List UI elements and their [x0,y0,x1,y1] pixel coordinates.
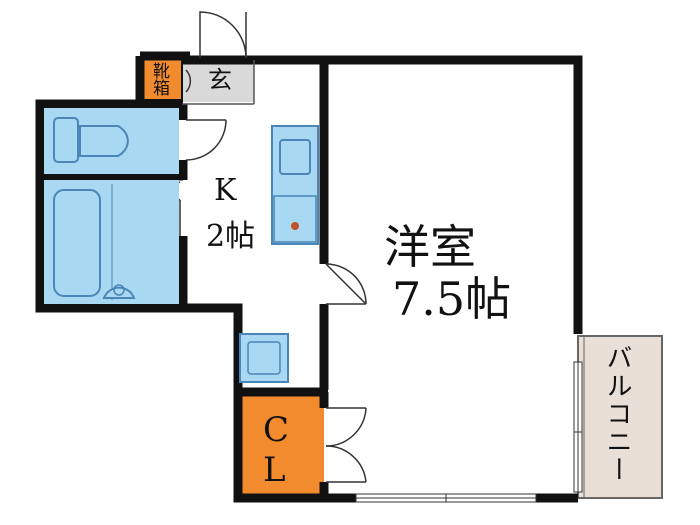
balcony-area [577,335,663,499]
toilet-door [185,119,227,161]
kitchen-name: K [214,173,237,208]
balcony-label: バルコニー [602,344,632,484]
entrance-inner-swing [185,69,192,93]
closet-label: CL [263,410,290,490]
toilet-fixture [44,108,179,174]
kitchen-counter [271,125,319,245]
washer-space [239,333,289,383]
entrance-label: 玄 [208,66,232,94]
western-room-door [325,263,367,305]
shoe-box-label: 靴箱 [149,62,169,96]
kitchen-size: 2帖 [206,219,256,254]
entrance-door [199,11,247,59]
western-room-name: 洋室 [384,220,476,274]
bathtub [44,180,179,304]
closet-door [325,407,367,483]
entrance-floor [182,62,254,102]
western-room-size: 7.5帖 [392,272,512,326]
closet-area [238,394,324,502]
